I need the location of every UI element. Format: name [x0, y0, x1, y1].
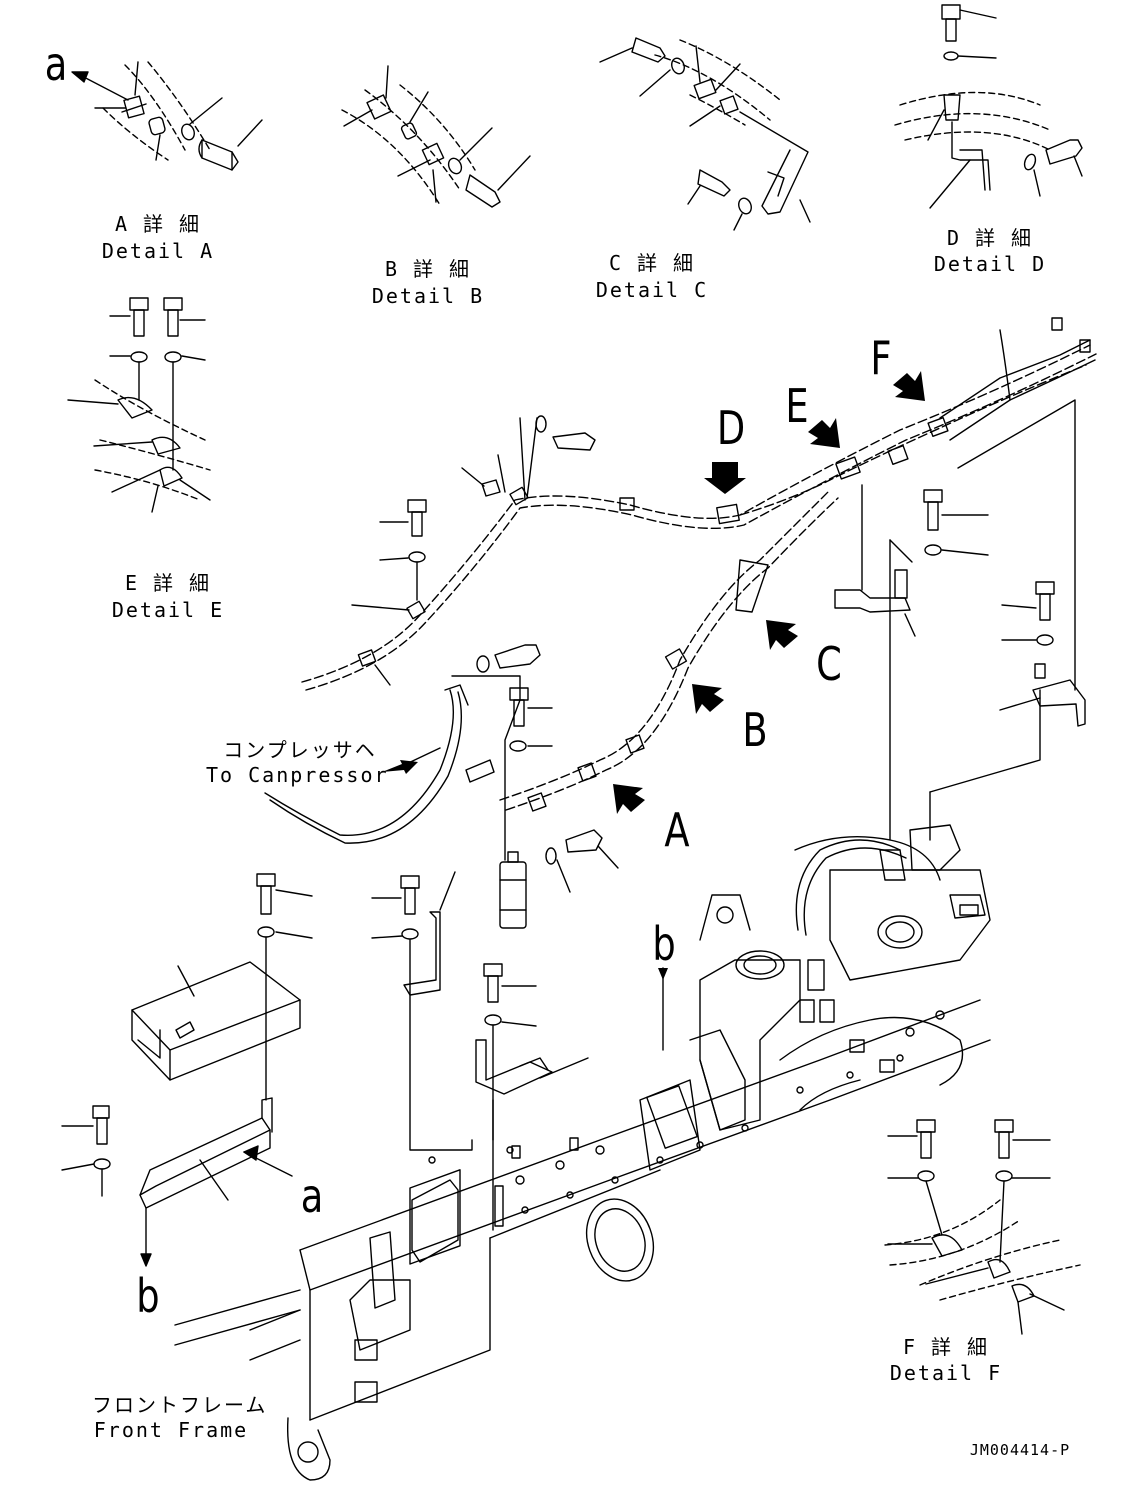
- front-frame-en: Front Frame: [93, 1418, 249, 1442]
- arrow-e: [808, 418, 840, 448]
- detail-a-jp: A 詳 細: [114, 212, 202, 236]
- compressor-jp: コンプレッサヘ: [223, 738, 377, 762]
- callout-e: E: [785, 379, 809, 433]
- detail-f-en: Detail F: [889, 1361, 1003, 1385]
- detail-a-drawing: [72, 62, 262, 170]
- compressor-en: To Canpressor: [206, 763, 389, 787]
- machine-frame: [175, 825, 990, 1480]
- arrow-f: [893, 371, 925, 401]
- arrow-d: [704, 462, 746, 494]
- b-mid-arrow: [658, 968, 668, 1050]
- callout-a: A: [664, 803, 690, 857]
- arrow-c: [766, 620, 798, 650]
- callout-d: D: [716, 401, 746, 455]
- detail-c-drawing: [600, 38, 810, 230]
- detail-e-en: Detail E: [111, 598, 225, 622]
- detail-a-en: Detail A: [101, 239, 215, 263]
- detail-f-jp: F 詳 細: [902, 1335, 990, 1359]
- detail-e-drawing: [68, 298, 210, 512]
- detail-b-en: Detail B: [371, 284, 485, 308]
- callout-arrows: [382, 371, 925, 814]
- cover-parts: [62, 872, 588, 1266]
- arrow-compressor: [382, 760, 418, 774]
- detail-c-jp: C 詳 細: [608, 251, 696, 275]
- detail-d-jp: D 詳 細: [946, 226, 1034, 250]
- callout-b: B: [742, 703, 768, 757]
- arrow-a: [613, 784, 645, 814]
- detail-f-drawing: [885, 1120, 1080, 1334]
- callout-a-top: a: [44, 37, 68, 91]
- callout-b-mid: b: [652, 917, 676, 971]
- callout-b-lower: b: [136, 1269, 160, 1323]
- front-frame-jp: フロントフレーム: [92, 1393, 268, 1417]
- detail-d-drawing: [895, 5, 1082, 208]
- hose-assembly: [265, 318, 1096, 928]
- drawing-number: JM004414-P: [969, 1441, 1071, 1459]
- compressor-arrow-line: [402, 748, 440, 766]
- detail-b-jp: B 詳 細: [384, 257, 472, 281]
- callout-f: F: [870, 331, 892, 385]
- detail-e-jp: E 詳 細: [124, 571, 212, 595]
- callout-a-lower: a: [300, 1169, 324, 1223]
- detail-c-en: Detail C: [595, 278, 709, 302]
- detail-d-en: Detail D: [933, 252, 1047, 276]
- callout-c: C: [816, 637, 842, 691]
- detail-b-drawing: [342, 66, 530, 207]
- arrow-b: [692, 684, 724, 714]
